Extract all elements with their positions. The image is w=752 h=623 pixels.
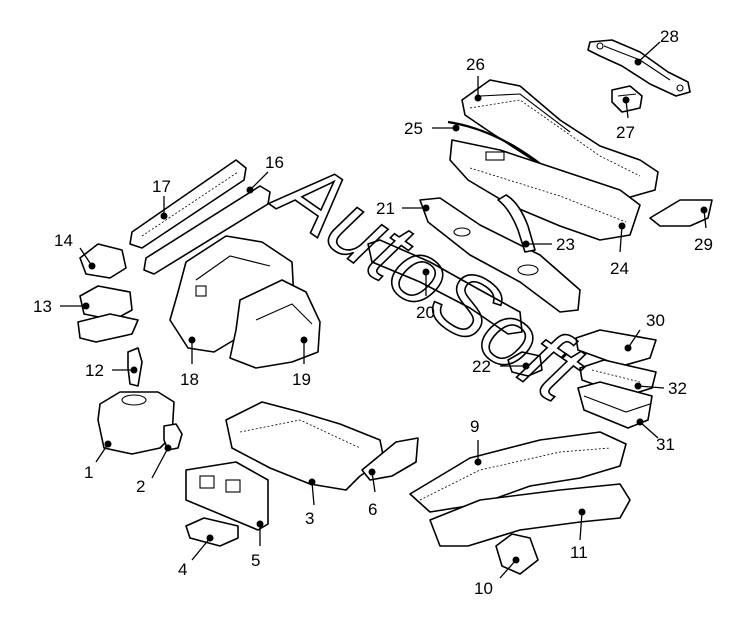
callout-number: 11 — [570, 543, 588, 562]
callout-14: 14 — [54, 231, 96, 270]
part-11-chassis-rail — [429, 483, 631, 547]
callout-17: 17 — [152, 177, 171, 220]
callout-number: 32 — [668, 379, 687, 398]
callout-number: 20 — [416, 303, 435, 322]
part-10-bracket — [495, 533, 539, 575]
callout-number: 29 — [694, 235, 713, 254]
callout-11: 11 — [570, 508, 588, 562]
callout-10: 10 — [474, 556, 520, 598]
part-6-bracket — [361, 437, 419, 481]
callout-number: 18 — [180, 370, 199, 389]
part-28-bracket — [587, 39, 691, 97]
part-13-bracket — [77, 285, 139, 343]
callout-number: 19 — [292, 370, 311, 389]
callout-number: 28 — [660, 27, 679, 46]
callout-24: 24 — [610, 222, 629, 278]
callout-6: 6 — [368, 468, 377, 519]
callout-13: 13 — [33, 297, 90, 316]
callout-number: 25 — [404, 119, 423, 138]
callout-26: 26 — [466, 55, 485, 102]
callout-number: 2 — [136, 477, 145, 496]
callout-number: 23 — [556, 235, 575, 254]
callout-20: 20 — [416, 268, 435, 322]
callout-number: 6 — [368, 500, 377, 519]
callout-number: 10 — [474, 579, 493, 598]
part-5-duct — [185, 461, 269, 531]
callout-number: 16 — [265, 153, 284, 172]
callout-number: 5 — [251, 551, 260, 570]
callout-29: 29 — [694, 206, 713, 254]
part-2-clip — [163, 423, 183, 451]
callout-32: 32 — [634, 379, 687, 398]
callout-number: 24 — [610, 259, 629, 278]
callout-number: 31 — [656, 435, 675, 454]
callout-18: 18 — [180, 336, 199, 389]
callout-number: 17 — [152, 177, 171, 196]
callout-number: 1 — [84, 463, 93, 482]
part-20-crossmember — [367, 239, 523, 335]
part-23-hose — [497, 194, 536, 253]
callout-number: 30 — [646, 311, 665, 330]
callout-25: 25 — [404, 119, 460, 138]
callout-number: 12 — [85, 361, 104, 380]
callout-number: 9 — [470, 417, 479, 436]
callout-number: 14 — [54, 231, 73, 250]
part-17-rail — [129, 159, 247, 249]
callout-28: 28 — [634, 27, 679, 66]
callout-number: 22 — [472, 357, 491, 376]
part-21-reinforcement — [419, 197, 581, 313]
part-24-cowl-lower — [449, 139, 641, 241]
part-31-box — [577, 381, 653, 429]
callout-16: 16 — [246, 153, 284, 194]
callout-3: 3 — [305, 478, 316, 528]
callout-1: 1 — [84, 440, 112, 482]
callout-31: 31 — [636, 418, 675, 454]
callout-30: 30 — [624, 311, 665, 352]
callout-number: 13 — [33, 297, 52, 316]
callout-4: 4 — [178, 534, 214, 579]
callout-2: 2 — [136, 444, 172, 496]
callout-22: 22 — [472, 357, 530, 376]
part-4-plate — [185, 517, 239, 547]
callout-number: 3 — [305, 509, 314, 528]
part-14-bracket — [79, 243, 127, 279]
callout-27: 27 — [616, 96, 635, 142]
callout-23: 23 — [522, 235, 575, 254]
callout-number: 4 — [178, 560, 187, 579]
callout-9: 9 — [470, 417, 482, 466]
part-16-rail — [143, 185, 271, 275]
part-30-cover — [575, 329, 657, 367]
callout-19: 19 — [292, 336, 311, 389]
callout-12: 12 — [85, 361, 138, 380]
callout-number: 21 — [376, 199, 395, 218]
callout-5: 5 — [251, 520, 264, 570]
callout-21: 21 — [376, 199, 430, 218]
callout-number: 26 — [466, 55, 485, 74]
part-19-wheelhouse — [229, 279, 321, 369]
part-29-bracket — [649, 199, 713, 227]
callout-number: 27 — [616, 123, 635, 142]
